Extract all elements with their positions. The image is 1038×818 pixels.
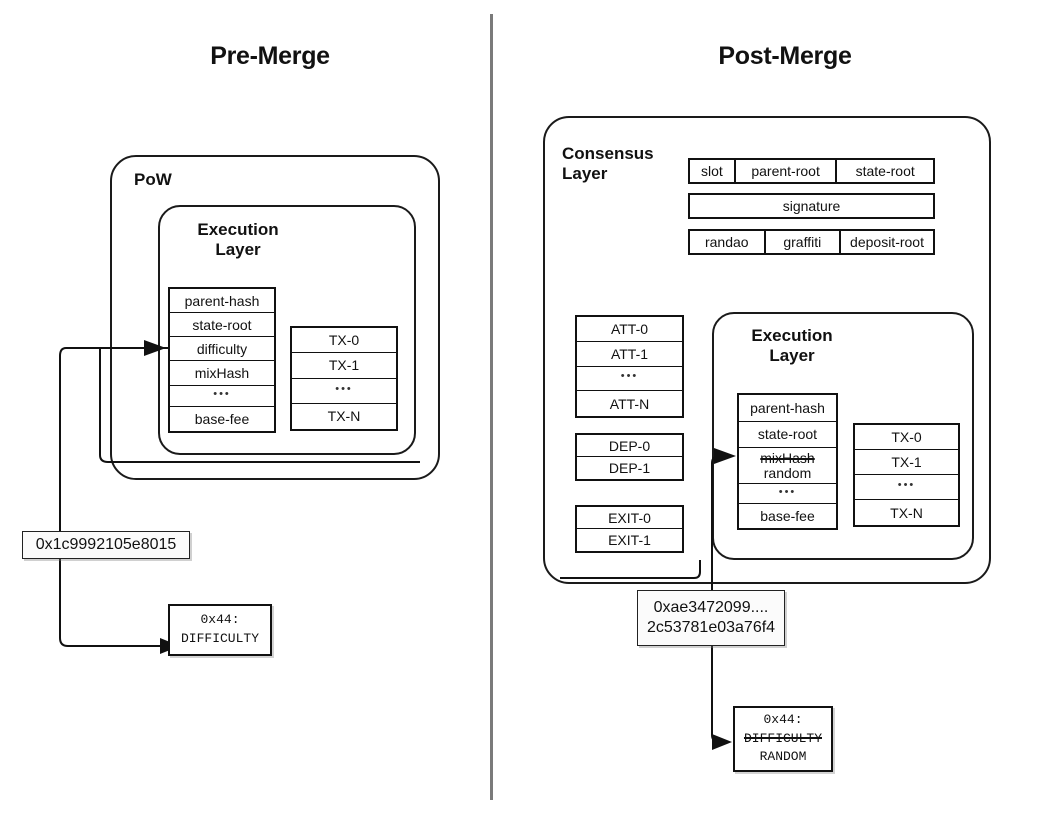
beacon-header-row-2: signature: [688, 193, 935, 219]
post-merge-opcode-number: 0x44:: [763, 711, 803, 727]
attestation-row: •••: [577, 366, 682, 392]
post-merge-opcode-box: 0x44: DIFFICULTY RANDOM: [733, 706, 833, 772]
header-field-row: state-root: [739, 421, 836, 449]
consensus-layer-label-line1: Consensus: [562, 144, 654, 163]
pre-execution-layer-label-line1: Execution: [197, 220, 279, 239]
post-merge-hash-line1: 0xae3472099....: [653, 599, 769, 616]
pre-merge-opcode-box: 0x44: DIFFICULTY: [168, 604, 272, 656]
transaction-row-label: TX-1: [891, 454, 922, 470]
pre-execution-layer-label-line2: Layer: [215, 239, 261, 259]
post-execution-layer-label-line2: Layer: [769, 345, 815, 365]
header-field-row-replacement-label: random: [763, 464, 812, 481]
beacon-header-field: state-root: [835, 158, 935, 184]
deposit-row: DEP-0: [577, 435, 682, 457]
header-field-row: base-fee: [170, 406, 274, 431]
ellipsis-row-label: •••: [778, 485, 797, 498]
post-merge-arrowhead-opcode: [712, 734, 732, 750]
pre-merge-opcode-number: 0x44:: [200, 612, 240, 628]
attestation-row-label: ATT-0: [610, 320, 649, 337]
header-field-row: state-root: [170, 313, 274, 338]
exit-row: EXIT-1: [577, 529, 682, 551]
transaction-row-label: TX-0: [328, 332, 360, 349]
header-field-row-label: parent-hash: [184, 292, 260, 309]
header-field-row: parent-hash: [170, 289, 274, 314]
attestation-row-label: ATT-N: [609, 395, 650, 412]
post-execution-layer-label-line1: Execution: [751, 326, 833, 345]
pre-merge-header-fields: parent-hash state-root difficulty mixHash ••…: [168, 287, 276, 433]
ellipsis-row-label: •••: [335, 382, 353, 395]
page-title-pre-merge: Pre-Merge: [210, 42, 330, 70]
post-merge-opcode-new-name: RANDOM: [759, 749, 807, 765]
panel-divider: [490, 14, 493, 800]
header-field-row-label: mixHash: [760, 449, 815, 466]
header-field-row-label: mixHash: [194, 364, 250, 381]
pow-container: [110, 155, 440, 480]
transaction-row-label: TX-0: [891, 429, 922, 445]
pre-merge-opcode-name: DIFFICULTY: [180, 631, 259, 646]
post-merge-opcode-old-name: DIFFICULTY: [743, 730, 822, 746]
transaction-row-label: TX-1: [328, 357, 360, 374]
attestation-row-label: ATT-1: [610, 345, 649, 362]
header-field-row-label: state-root: [192, 316, 252, 333]
transaction-row-label: TX-N: [890, 504, 923, 521]
header-field-row-label: parent-hash: [750, 399, 825, 416]
header-field-row-label: base-fee: [194, 410, 250, 427]
pow-label: PoW: [134, 170, 172, 189]
transaction-row: TX-0: [292, 328, 396, 354]
header-field-row: difficulty: [170, 337, 274, 362]
post-merge-hash-label: 0xae3472099.... 2c53781e03a76f4: [637, 590, 785, 646]
transaction-row-label: TX-N: [327, 408, 361, 425]
beacon-header-field: signature: [688, 193, 935, 219]
ellipsis-row-label: •••: [620, 370, 639, 383]
header-field-row: mixHash: [170, 361, 274, 386]
transaction-row: TX-N: [292, 403, 396, 429]
deposit-row-label: DEP-1: [608, 460, 651, 476]
header-field-row-label: base-fee: [760, 508, 815, 524]
beacon-header-field: randao: [688, 229, 766, 255]
ellipsis-row-label: •••: [213, 387, 231, 400]
transaction-row: •••: [292, 378, 396, 404]
header-field-row-label: difficulty: [196, 340, 248, 357]
post-merge-hash-line2: 2c53781e03a76f4: [646, 619, 776, 636]
transaction-row: •••: [855, 475, 958, 500]
page-title-post-merge: Post-Merge: [718, 42, 852, 70]
deposit-row: DEP-1: [577, 457, 682, 479]
header-field-row: base-fee: [739, 504, 836, 528]
transaction-row: TX-N: [855, 500, 958, 525]
exit-row-label: EXIT-0: [608, 509, 651, 526]
header-field-row: parent-hash: [739, 395, 836, 422]
deposit-row-label: DEP-0: [608, 437, 651, 454]
beacon-header-field: slot: [688, 158, 736, 184]
transaction-row: TX-0: [855, 425, 958, 450]
header-field-row: •••: [739, 484, 836, 505]
header-field-row-label: state-root: [757, 426, 818, 443]
beacon-header-field: deposit-root: [839, 229, 935, 255]
transaction-row: TX-1: [292, 353, 396, 379]
pre-merge-hash-label: 0x1c9992105e8015: [22, 531, 190, 559]
exit-row-label: EXIT-1: [608, 532, 651, 548]
ellipsis-row-label: •••: [897, 479, 916, 491]
transaction-row: TX-1: [855, 450, 958, 475]
beacon-header-field: graffiti: [763, 229, 842, 255]
attestation-row: ATT-0: [577, 317, 682, 342]
beacon-header-field: parent-root: [733, 158, 838, 184]
attestation-row: ATT-1: [577, 341, 682, 367]
exit-row: EXIT-0: [577, 507, 682, 529]
post-merge-wire-to-opcode: [711, 646, 726, 743]
header-field-row: •••: [170, 385, 274, 407]
post-execution-layer-container: [712, 312, 974, 560]
consensus-layer-label-line2: Layer: [562, 163, 608, 183]
consensus-layer-container: [543, 116, 991, 584]
attestation-row: ATT-N: [577, 391, 682, 416]
